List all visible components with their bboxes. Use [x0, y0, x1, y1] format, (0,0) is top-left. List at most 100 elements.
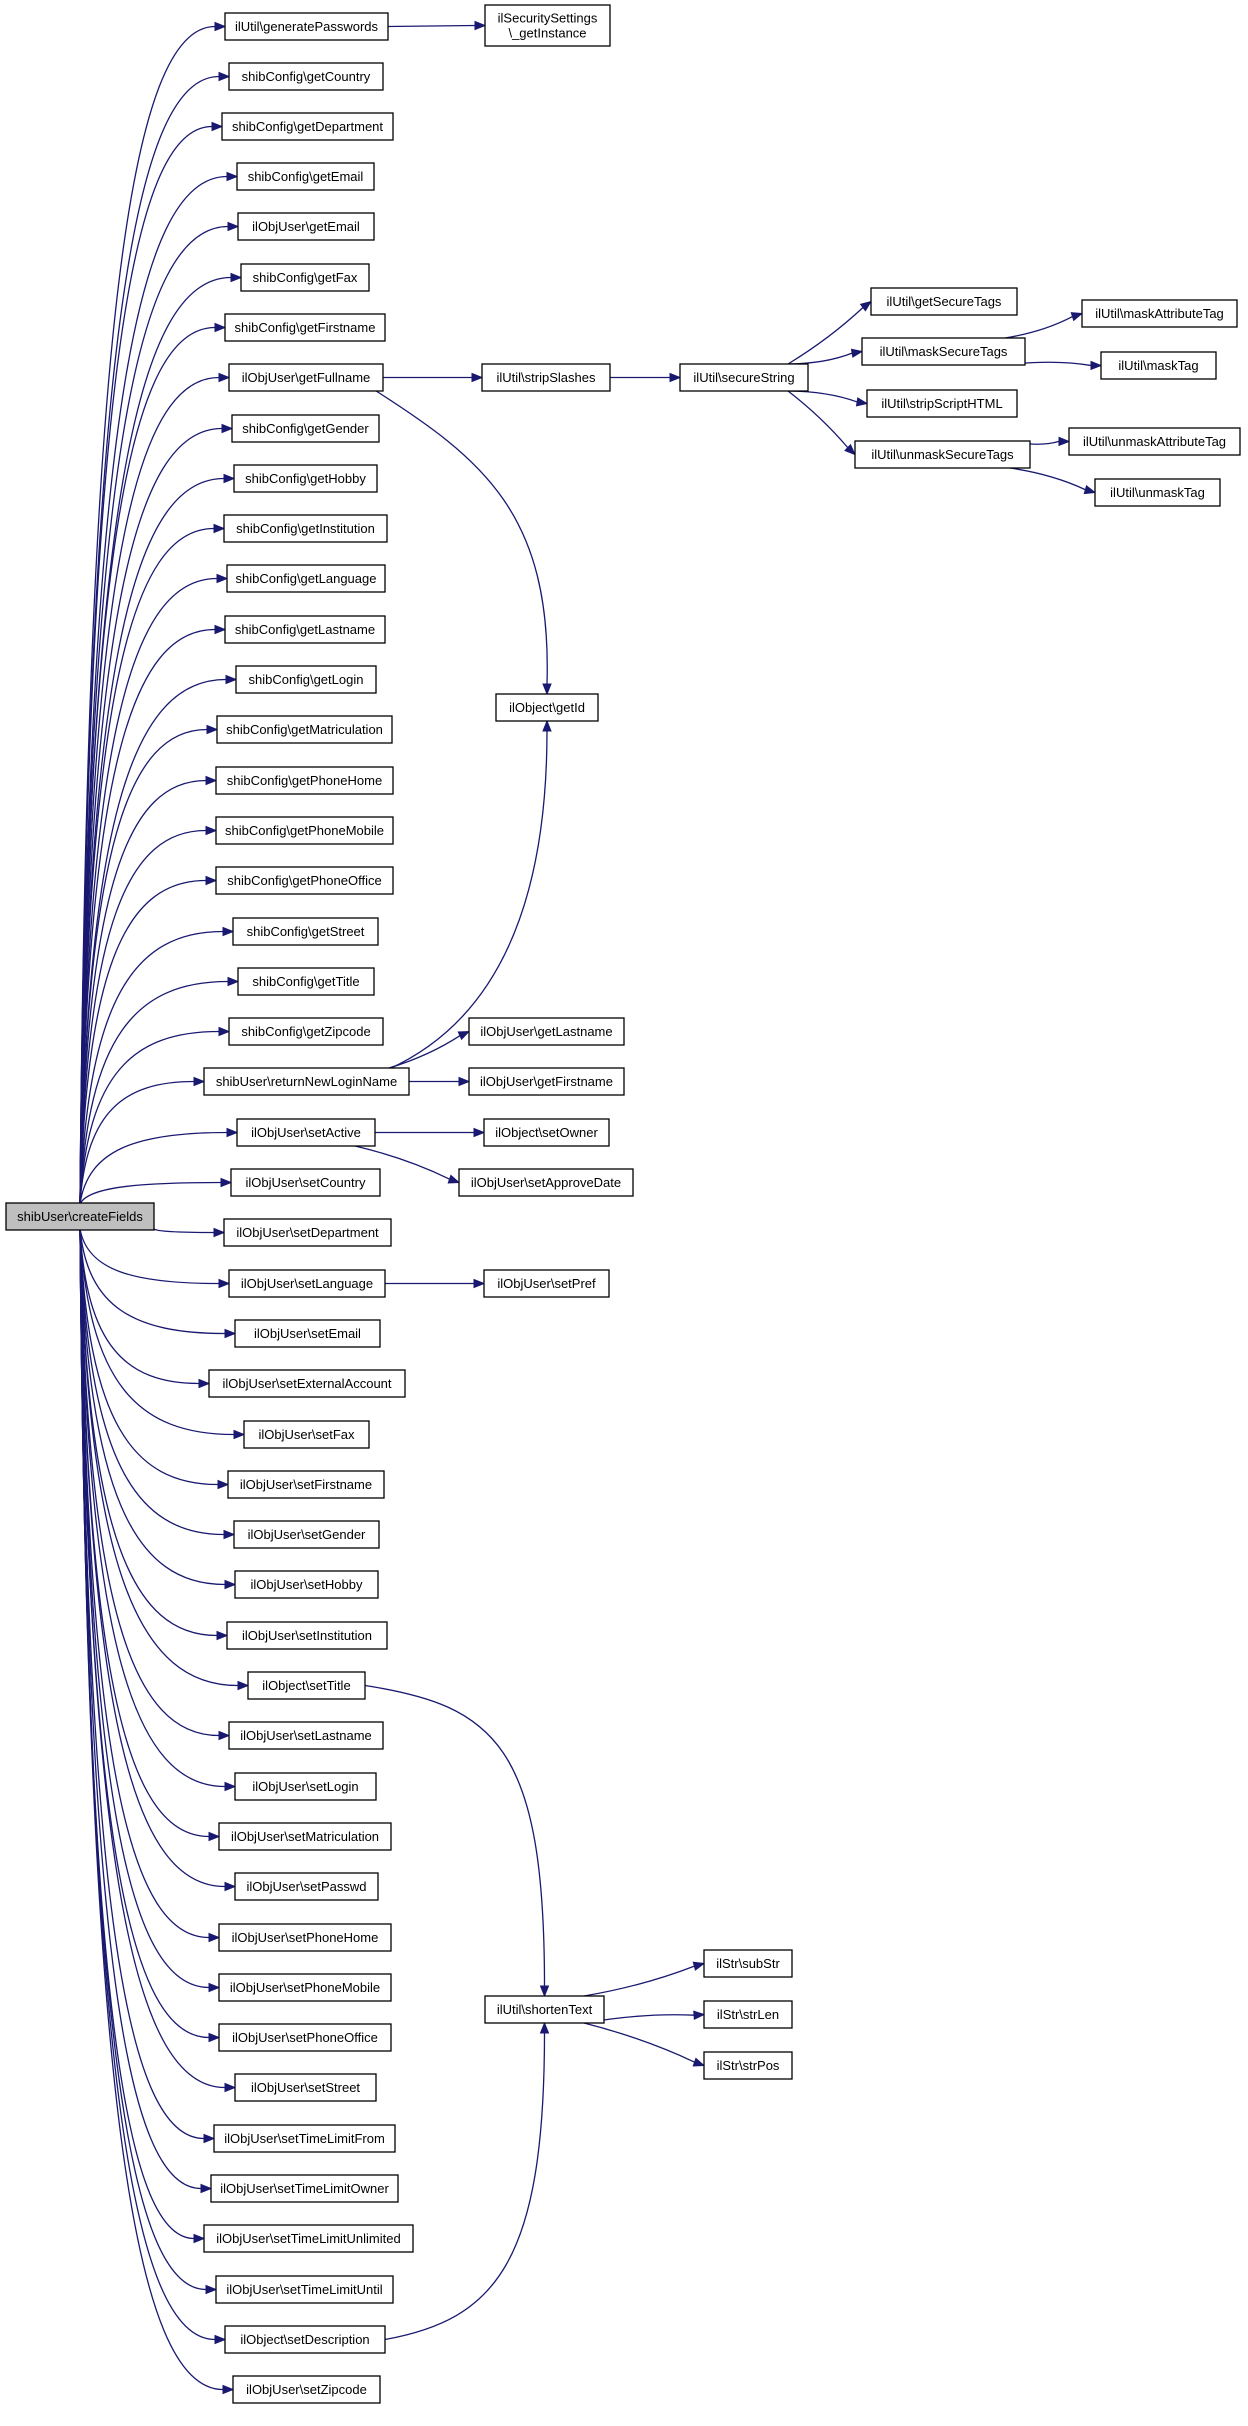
node-userGetEmail[interactable]: ilObjUser\getEmail — [237, 212, 375, 241]
node-getLanguage[interactable]: shibConfig\getLanguage — [226, 564, 386, 593]
node-box — [237, 967, 375, 996]
edge-line — [79, 1228, 210, 1939]
node-getGender[interactable]: shibConfig\getGender — [231, 414, 380, 443]
node-getPhoneMobile[interactable]: shibConfig\getPhoneMobile — [215, 816, 394, 845]
node-setFax[interactable]: ilObjUser\setFax — [243, 1420, 370, 1449]
node-setTimeLimitOwner[interactable]: ilObjUser\setTimeLimitOwner — [210, 2174, 399, 2203]
node-box — [5, 1202, 155, 1231]
edge-createFields-to-setCountry — [79, 1177, 233, 1205]
edge-line — [79, 1080, 195, 1205]
node-setDescription[interactable]: ilObject\setDescription — [224, 2325, 386, 2354]
edge-arrowhead — [473, 1127, 486, 1138]
node-setActive[interactable]: ilObjUser\setActive — [236, 1118, 376, 1147]
node-returnNewLoginName[interactable]: shibUser\returnNewLoginName — [203, 1067, 410, 1096]
node-getLogin[interactable]: shibConfig\getLogin — [235, 665, 377, 694]
node-getInstance[interactable]: ilSecuritySettings\_getInstance — [484, 4, 611, 47]
node-shortenText[interactable]: ilUtil\shortenText — [484, 1995, 605, 2024]
node-setLogin[interactable]: ilObjUser\setLogin — [234, 1772, 377, 1801]
node-setPhoneOffice[interactable]: ilObjUser\setPhoneOffice — [218, 2023, 392, 2052]
node-generatePasswords[interactable]: ilUtil\generatePasswords — [224, 12, 389, 41]
node-label: shibConfig\getTitle — [252, 974, 359, 989]
node-strPos[interactable]: ilStr\strPos — [703, 2051, 793, 2080]
node-strLen[interactable]: ilStr\strLen — [703, 2000, 793, 2029]
node-cfgGetFirstname[interactable]: shibConfig\getFirstname — [224, 313, 386, 342]
edge-line — [79, 1228, 200, 1385]
node-getTitle[interactable]: shibConfig\getTitle — [237, 967, 375, 996]
node-getHobby[interactable]: shibConfig\getHobby — [233, 464, 378, 493]
edge-arrowhead — [203, 2133, 216, 2144]
edge-line — [583, 2022, 695, 2063]
edge-arrowhead — [844, 443, 856, 456]
edge-line — [387, 24, 476, 28]
node-setMatriculation[interactable]: ilObjUser\setMatriculation — [218, 1822, 392, 1851]
node-setTimeLimitFrom[interactable]: ilObjUser\setTimeLimitFrom — [213, 2124, 396, 2153]
node-getPhoneHome[interactable]: shibConfig\getPhoneHome — [215, 766, 394, 795]
edge-arrowhead — [855, 397, 869, 407]
node-secureString[interactable]: ilUtil\secureString — [679, 363, 809, 392]
node-label: ilObjUser\setPref — [497, 1276, 596, 1291]
node-setOwner[interactable]: ilObject\setOwner — [483, 1118, 610, 1147]
node-setZipcode[interactable]: ilObjUser\setZipcode — [232, 2375, 381, 2404]
node-getInstitution[interactable]: shibConfig\getInstitution — [223, 514, 388, 543]
node-box — [235, 665, 377, 694]
node-setApproveDate[interactable]: ilObjUser\setApproveDate — [458, 1168, 634, 1197]
node-getFullname[interactable]: ilObjUser\getFullname — [228, 363, 384, 392]
node-unmaskTag[interactable]: ilUtil\unmaskTag — [1094, 478, 1221, 507]
node-setLanguage[interactable]: ilObjUser\setLanguage — [228, 1269, 386, 1298]
edge-line — [364, 1684, 546, 1987]
node-maskTag[interactable]: ilUtil\maskTag — [1100, 351, 1217, 380]
node-userGetLastname[interactable]: ilObjUser\getLastname — [468, 1017, 625, 1046]
node-getDepartment[interactable]: shibConfig\getDepartment — [221, 112, 394, 141]
edge-line — [1004, 315, 1073, 339]
node-setPref[interactable]: ilObjUser\setPref — [483, 1269, 610, 1298]
node-setPasswd[interactable]: ilObjUser\setPasswd — [234, 1872, 379, 1901]
node-getId[interactable]: ilObject\getId — [495, 693, 599, 722]
node-setDepartment[interactable]: ilObjUser\setDepartment — [223, 1218, 392, 1247]
node-maskSecureTags[interactable]: ilUtil\maskSecureTags — [861, 337, 1026, 366]
node-userGetFirstname[interactable]: ilObjUser\getFirstname — [468, 1067, 625, 1096]
node-setCountry[interactable]: ilObjUser\setCountry — [230, 1168, 381, 1197]
node-setGender[interactable]: ilObjUser\setGender — [233, 1520, 380, 1549]
node-setHobby[interactable]: ilObjUser\setHobby — [234, 1570, 379, 1599]
node-box — [234, 2073, 377, 2102]
node-setTimeLimitUnlimited[interactable]: ilObjUser\setTimeLimitUnlimited — [203, 2224, 414, 2253]
node-maskAttributeTag[interactable]: ilUtil\maskAttributeTag — [1081, 299, 1238, 328]
node-setTitle[interactable]: ilObject\setTitle — [247, 1671, 366, 1700]
node-box — [233, 1520, 380, 1549]
node-stripSlashes[interactable]: ilUtil\stripSlashes — [481, 363, 611, 392]
node-subStr[interactable]: ilStr\subStr — [703, 1949, 793, 1978]
node-getMatriculation[interactable]: shibConfig\getMatriculation — [216, 715, 393, 744]
node-setPhoneMobile[interactable]: ilObjUser\setPhoneMobile — [218, 1973, 392, 2002]
node-box — [679, 363, 809, 392]
node-cfgGetLastname[interactable]: shibConfig\getLastname — [224, 615, 386, 644]
node-cfgGetEmail[interactable]: shibConfig\getEmail — [236, 162, 375, 191]
node-getStreet[interactable]: shibConfig\getStreet — [232, 917, 379, 946]
edge-createFields-to-setPasswd — [79, 1228, 237, 1892]
node-unmaskAttributeTag[interactable]: ilUtil\unmaskAttributeTag — [1068, 427, 1241, 456]
edge-unmaskSecureTags-to-unmaskTag — [1009, 467, 1097, 495]
node-getZipcode[interactable]: shibConfig\getZipcode — [228, 1017, 384, 1046]
node-stripScriptHTML[interactable]: ilUtil\stripScriptHTML — [866, 389, 1018, 418]
node-setFirstname[interactable]: ilObjUser\setFirstname — [227, 1470, 385, 1499]
node-getFax[interactable]: shibConfig\getFax — [240, 263, 370, 292]
edge-arrowhead — [216, 1630, 229, 1641]
node-label: ilObjUser\setLogin — [252, 1779, 358, 1794]
node-getPhoneOffice[interactable]: shibConfig\getPhoneOffice — [215, 866, 394, 895]
node-setInstitution[interactable]: ilObjUser\setInstitution — [226, 1621, 388, 1650]
node-setPhoneHome[interactable]: ilObjUser\setPhoneHome — [218, 1923, 392, 1952]
node-label: ilObjUser\setFirstname — [240, 1477, 372, 1492]
node-setExternalAccount[interactable]: ilObjUser\setExternalAccount — [208, 1369, 406, 1398]
node-setEmail[interactable]: ilObjUser\setEmail — [234, 1319, 381, 1348]
edge-arrowhead — [213, 523, 226, 534]
node-getSecureTags[interactable]: ilUtil\getSecureTags — [870, 287, 1018, 316]
node-setLastname[interactable]: ilObjUser\setLastname — [228, 1721, 384, 1750]
node-getCountry[interactable]: shibConfig\getCountry — [228, 62, 384, 91]
node-label: ilObjUser\setMatriculation — [231, 1829, 379, 1844]
node-setTimeLimitUntil[interactable]: ilObjUser\setTimeLimitUntil — [215, 2275, 394, 2304]
node-createFields[interactable]: shibUser\createFields — [5, 1202, 155, 1231]
node-box — [483, 1118, 610, 1147]
node-box — [231, 414, 380, 443]
node-unmaskSecureTags[interactable]: ilUtil\unmaskSecureTags — [854, 440, 1031, 469]
node-setStreet[interactable]: ilObjUser\setStreet — [234, 2073, 377, 2102]
node-box — [228, 1017, 384, 1046]
